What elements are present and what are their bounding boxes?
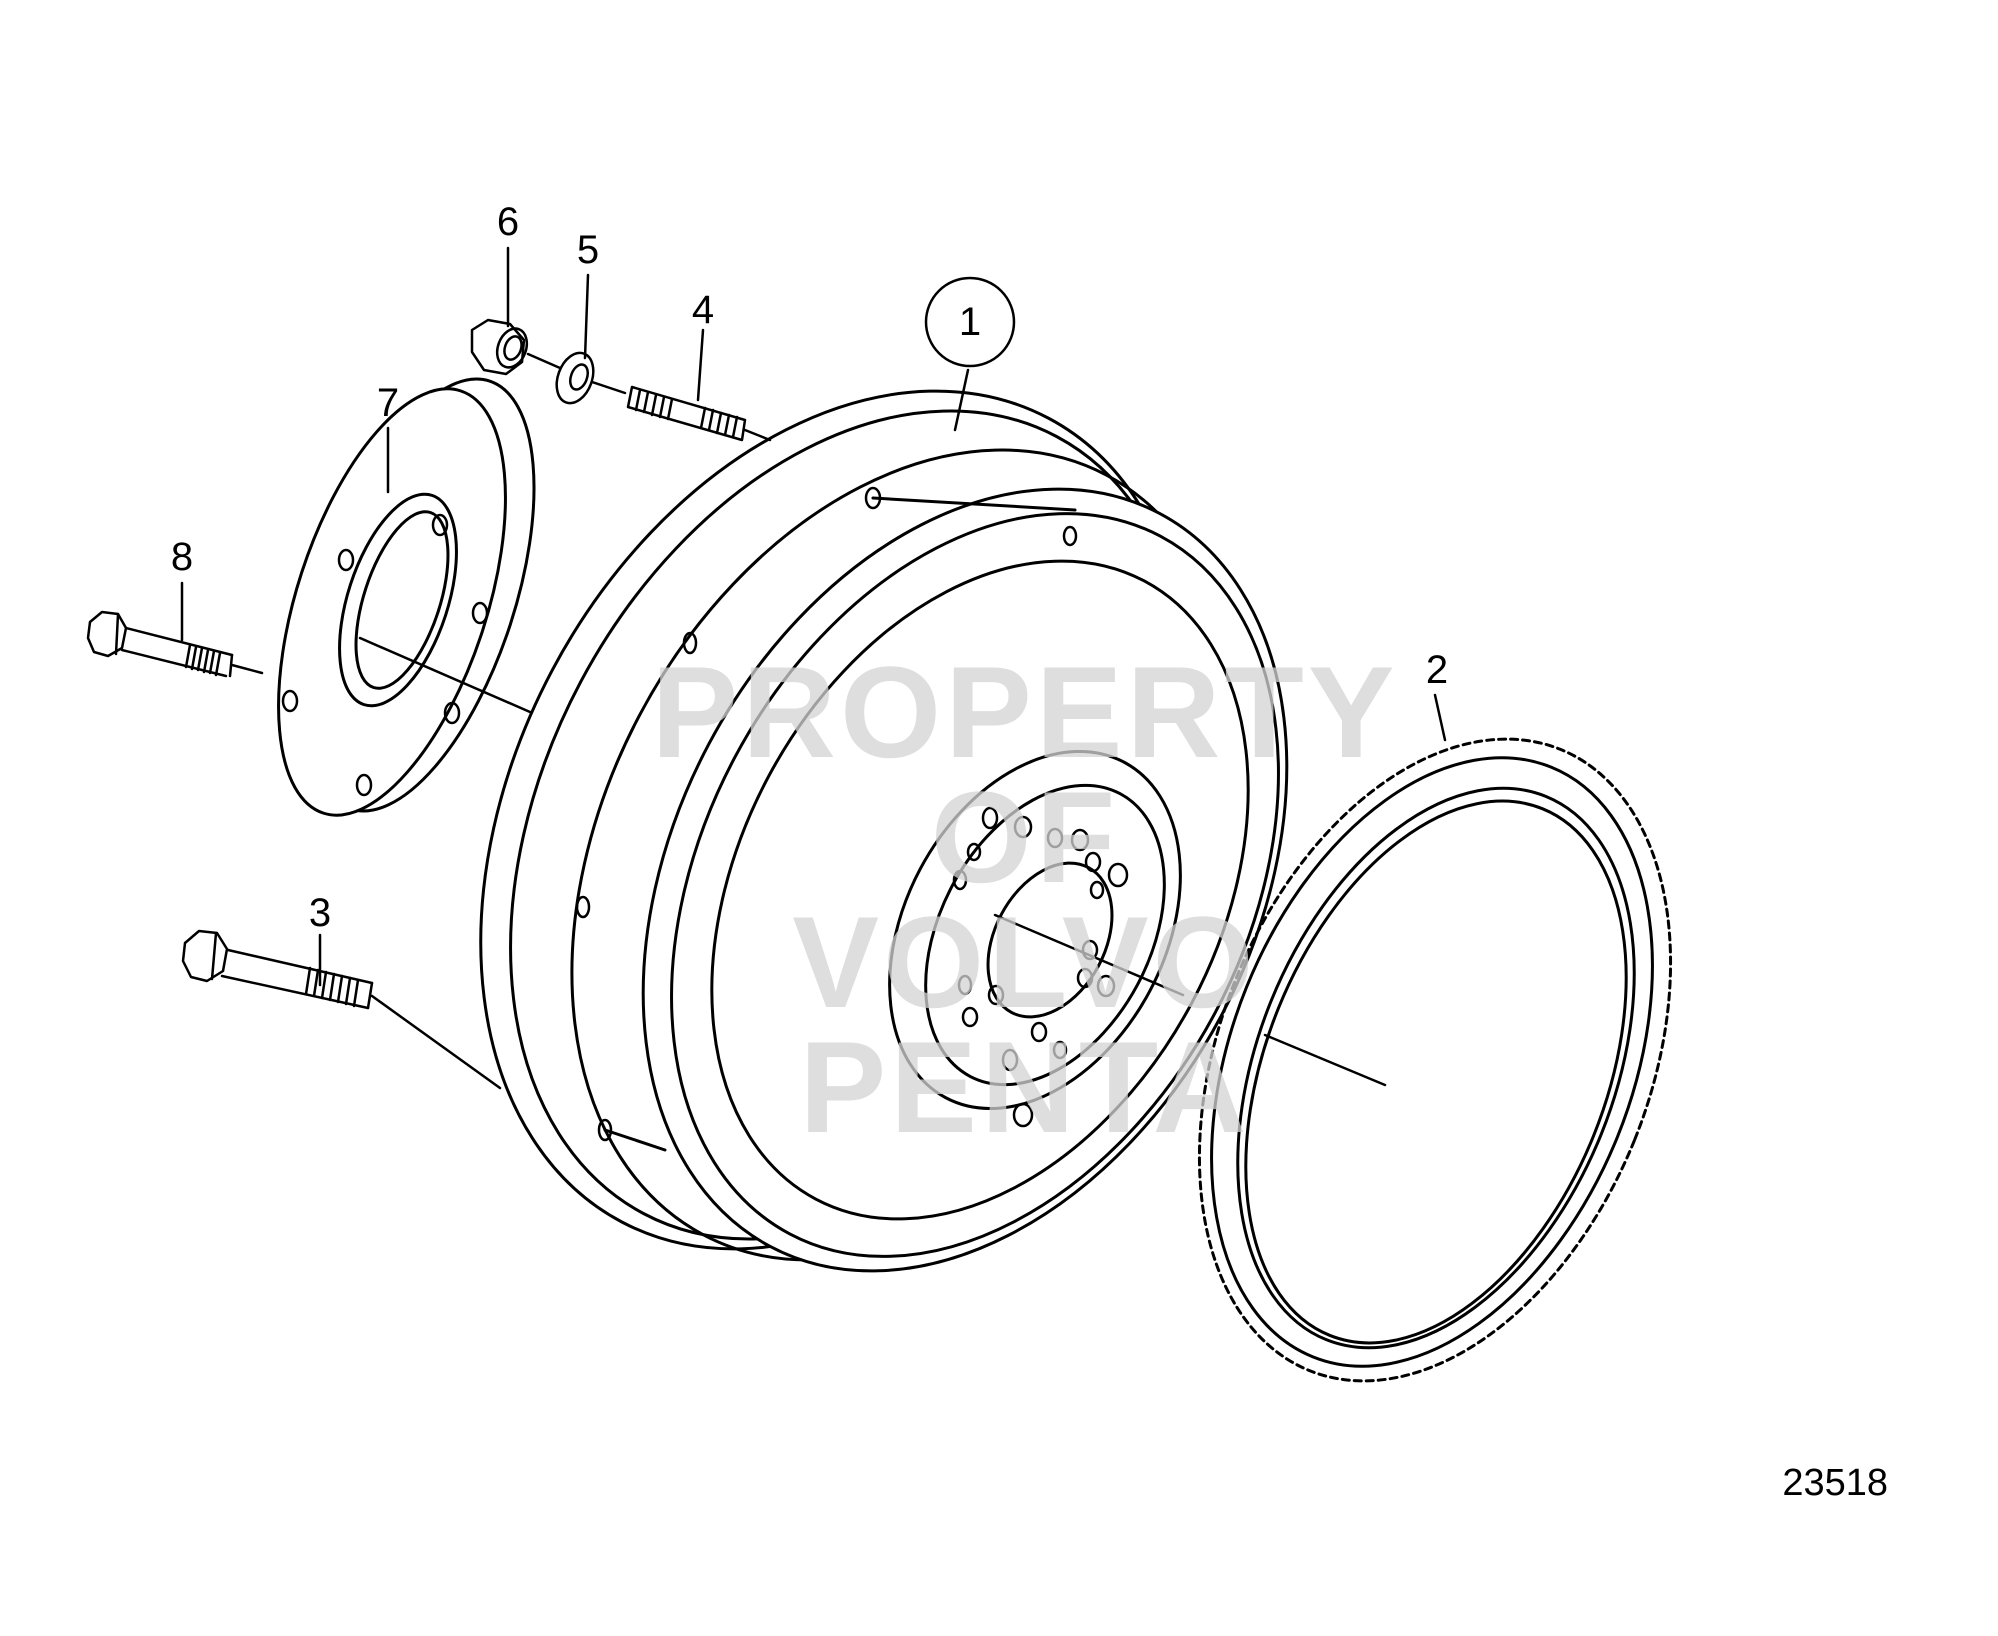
ring-gear-outer-teeth bbox=[1197, 737, 1673, 1383]
adapter-plate-part-7 bbox=[277, 377, 536, 817]
bolt-part-3 bbox=[181, 929, 502, 1090]
ring-gear-axis-line bbox=[1263, 1033, 1387, 1087]
callout-3: 3 bbox=[308, 891, 332, 935]
callout-5: 5 bbox=[576, 228, 600, 272]
callout-1-circle bbox=[924, 276, 1016, 368]
callout-8: 8 bbox=[170, 535, 194, 579]
callout-1: 1 bbox=[958, 300, 982, 344]
leader-1 bbox=[953, 368, 970, 432]
center-axis-line bbox=[993, 913, 1185, 997]
flywheel-hub-outer bbox=[888, 749, 1182, 1111]
flywheel-hub-holes bbox=[952, 806, 1129, 1128]
callout-7: 7 bbox=[376, 381, 400, 425]
callout-6: 6 bbox=[496, 200, 520, 244]
leader-4 bbox=[696, 328, 705, 402]
flywheel-face-recess bbox=[710, 559, 1250, 1221]
figure-number: 23518 bbox=[1782, 1462, 1888, 1504]
flywheel-rim-holes bbox=[575, 486, 1078, 1142]
stud-part-4 bbox=[626, 385, 772, 442]
adapter-plate-bore-outer bbox=[338, 492, 458, 708]
adapter-plate-bore-inner bbox=[354, 510, 450, 690]
leader-2 bbox=[1433, 693, 1447, 742]
callout-2: 2 bbox=[1425, 648, 1449, 692]
callout-4: 4 bbox=[691, 288, 715, 332]
washer-part-5 bbox=[555, 351, 627, 405]
ring-gear-part-2 bbox=[1197, 737, 1673, 1383]
adapter-plate-front bbox=[277, 387, 507, 817]
leader-lines bbox=[180, 246, 1447, 987]
ring-gear-inner-edge-2 bbox=[1244, 799, 1628, 1345]
flywheel-hub-inner bbox=[924, 783, 1166, 1087]
ring-gear-inner-edge bbox=[1236, 786, 1636, 1350]
flywheel-part-1 bbox=[479, 389, 1289, 1273]
adapter-plate-holes bbox=[281, 513, 489, 797]
flywheel-front-rim-inner bbox=[670, 512, 1280, 1258]
ring-gear-tooth-root bbox=[1210, 756, 1654, 1368]
nut-part-6 bbox=[470, 318, 562, 376]
bolt-part-8 bbox=[86, 610, 264, 678]
leader-5 bbox=[583, 273, 590, 360]
